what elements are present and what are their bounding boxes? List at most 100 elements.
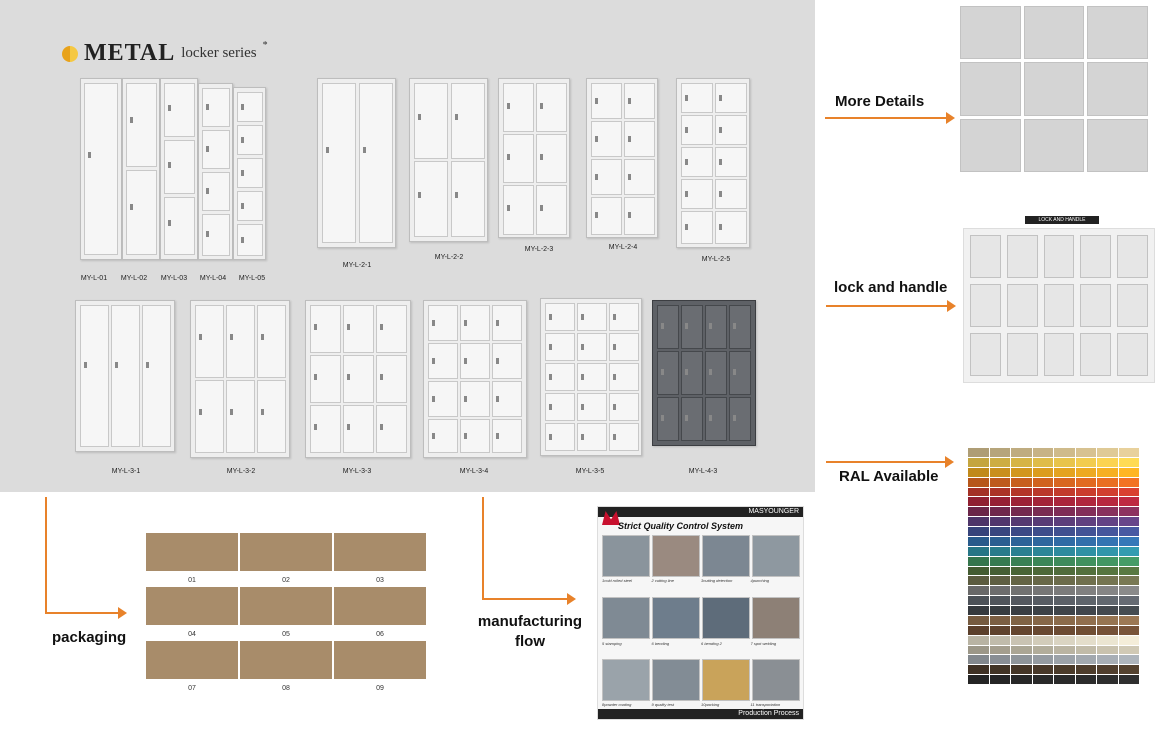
packaging-heading: packaging: [52, 629, 127, 646]
ral-swatch: [1118, 457, 1139, 467]
ral-swatch: [989, 645, 1010, 655]
ral-swatch: [1011, 457, 1032, 467]
ral-swatch: [1032, 546, 1053, 556]
model-label: MY-L-2-5: [701, 256, 731, 263]
ral-swatch: [1032, 536, 1053, 546]
ral-swatch: [1032, 487, 1053, 497]
ral-swatch: [1032, 448, 1053, 457]
ral-swatch: [1032, 645, 1053, 655]
ral-swatch: [1118, 487, 1139, 497]
locker-my-l-2-1: [317, 78, 396, 248]
ral-swatch: [1097, 606, 1118, 615]
ral-swatch: [1032, 625, 1053, 635]
ral-swatch: [1054, 556, 1075, 566]
ral-swatch: [1097, 467, 1118, 477]
more-details-heading: More Details: [835, 93, 925, 110]
ral-swatch: [1075, 467, 1096, 477]
model-label: MY-L-05: [238, 275, 266, 282]
ral-swatch: [1118, 517, 1139, 526]
ral-swatch: [1032, 655, 1053, 665]
ral-swatch: [1054, 606, 1075, 615]
ral-swatch: [1054, 645, 1075, 655]
ral-swatch: [968, 625, 989, 635]
locker-my-l-04: [198, 83, 233, 260]
model-label: MY-L-2-4: [608, 244, 638, 251]
ral-swatch: [968, 467, 989, 477]
ral-swatch: [1011, 625, 1032, 635]
ral-swatch: [1054, 625, 1075, 635]
ral-swatch: [1075, 606, 1096, 615]
packaging-step-label: 08: [282, 685, 290, 692]
ral-swatch: [1075, 448, 1096, 457]
model-label: MY-L-3-2: [226, 468, 256, 475]
ral-swatch: [1054, 517, 1075, 526]
arrow-icon: [826, 461, 946, 463]
ral-swatch: [1097, 556, 1118, 566]
ral-swatch: [1075, 675, 1096, 684]
ral-swatch: [989, 556, 1010, 566]
ral-swatch: [1054, 596, 1075, 605]
packaging-photo: 01: [146, 533, 238, 584]
qc-step-label: 6 bending: [651, 641, 670, 646]
qc-step-label: 7 spot welding: [750, 641, 777, 646]
ral-swatch: [1118, 546, 1139, 556]
ral-swatch: [1097, 576, 1118, 586]
ral-swatch: [1118, 635, 1139, 645]
packaging-step-label: 02: [282, 577, 290, 584]
ral-swatch: [1097, 507, 1118, 517]
ral-swatch: [968, 665, 989, 675]
ral-swatch: [968, 606, 989, 615]
ral-swatch: [1032, 527, 1053, 536]
ral-swatch: [1054, 615, 1075, 625]
ral-swatch: [1054, 655, 1075, 665]
ral-swatch: [1075, 586, 1096, 596]
ral-swatch: [1075, 665, 1096, 675]
ral-swatch: [1054, 497, 1075, 507]
ral-swatch: [1032, 517, 1053, 526]
ral-swatch: [1054, 576, 1075, 586]
ral-swatch: [989, 675, 1010, 684]
ral-swatch: [968, 536, 989, 546]
packaging-photo: 04: [146, 587, 238, 638]
ral-swatch: [968, 635, 989, 645]
ral-swatch: [1097, 497, 1118, 507]
ral-swatch: [968, 448, 989, 457]
arrow-icon: [482, 598, 568, 600]
ral-swatch: [1118, 448, 1139, 457]
ral-swatch: [1075, 536, 1096, 546]
brand-mark: *: [262, 40, 268, 51]
arrow-icon: [45, 497, 47, 613]
ral-swatch: [1075, 576, 1096, 586]
ral-swatch: [989, 517, 1010, 526]
ral-swatch: [1054, 635, 1075, 645]
arrow-head-icon: [567, 593, 576, 605]
ral-swatch: [1097, 625, 1118, 635]
ral-swatch: [989, 546, 1010, 556]
ral-swatch: [1118, 675, 1139, 684]
ral-swatch: [1011, 615, 1032, 625]
model-label: MY-L-02: [120, 275, 148, 282]
model-label: MY-L-03: [160, 275, 188, 282]
ral-swatch: [1097, 448, 1118, 457]
ral-swatch: [1054, 457, 1075, 467]
model-label: MY-L-2-2: [434, 254, 464, 261]
ral-swatch: [1011, 655, 1032, 665]
ral-swatch: [1032, 665, 1053, 675]
ral-swatch: [1097, 487, 1118, 497]
ral-swatch: [968, 477, 989, 487]
ral-swatch: [968, 497, 989, 507]
ral-swatch: [1054, 487, 1075, 497]
arrow-icon: [482, 497, 484, 599]
ral-swatch: [1075, 497, 1096, 507]
ral-swatch: [1097, 546, 1118, 556]
ral-swatch: [989, 477, 1010, 487]
ral-swatch: [1011, 586, 1032, 596]
ral-swatch: [1011, 507, 1032, 517]
ral-swatch: [1011, 546, 1032, 556]
packaging-step-label: 01: [188, 577, 196, 584]
ral-swatch: [968, 487, 989, 497]
ral-swatch: [1011, 477, 1032, 487]
ral-swatch: [1097, 675, 1118, 684]
ral-swatch: [1075, 566, 1096, 576]
ral-swatch: [1118, 576, 1139, 586]
